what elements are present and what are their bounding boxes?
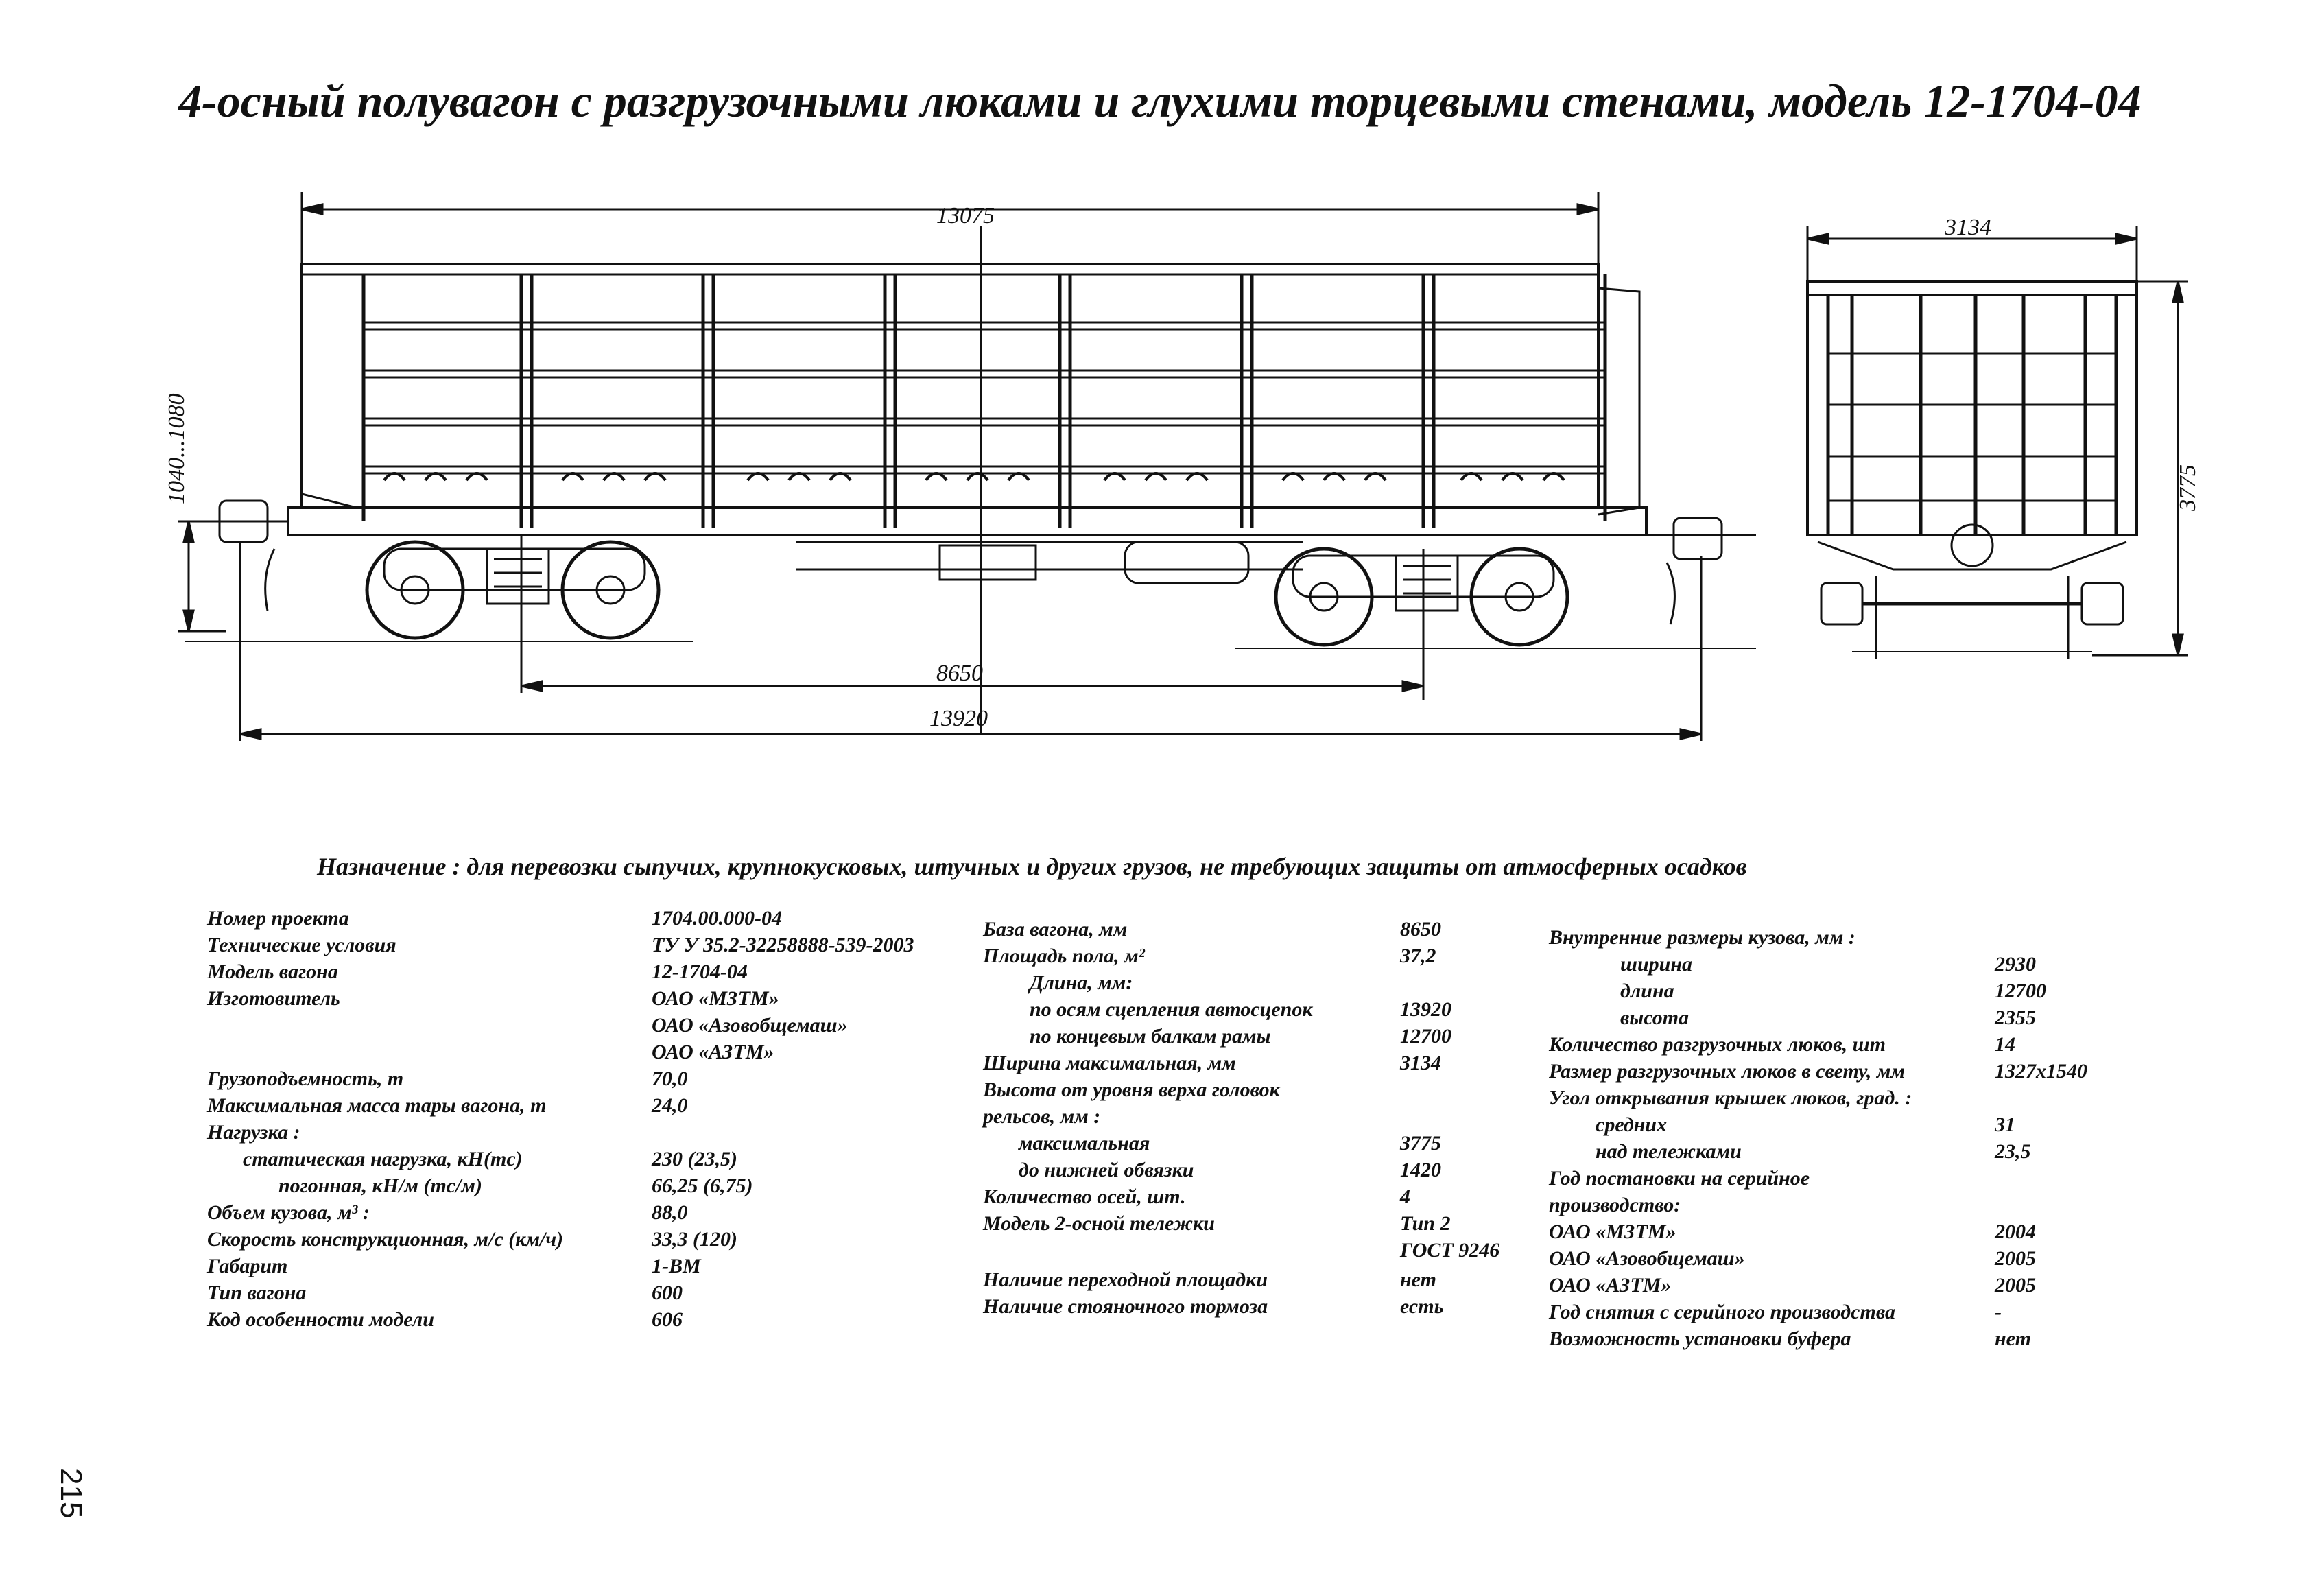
dim-height: 3775 (2175, 464, 2201, 512)
page-number: 215 (54, 1468, 88, 1519)
dim-coupler-height: 1040...1080 (164, 394, 189, 505)
page-title: 4-осный полувагон с разгрузочными люками… (178, 75, 2142, 127)
wagon-drawing: 13075 1040...1080 8650 13920 3134 3775 (164, 192, 2201, 741)
dim-length-total: 13920 (929, 706, 988, 731)
purpose-text: Назначение : для перевозки сыпучих, круп… (317, 853, 1747, 880)
dim-length-body: 13075 (936, 203, 995, 228)
dim-base: 8650 (936, 661, 983, 686)
dim-width: 3134 (1944, 215, 1991, 240)
